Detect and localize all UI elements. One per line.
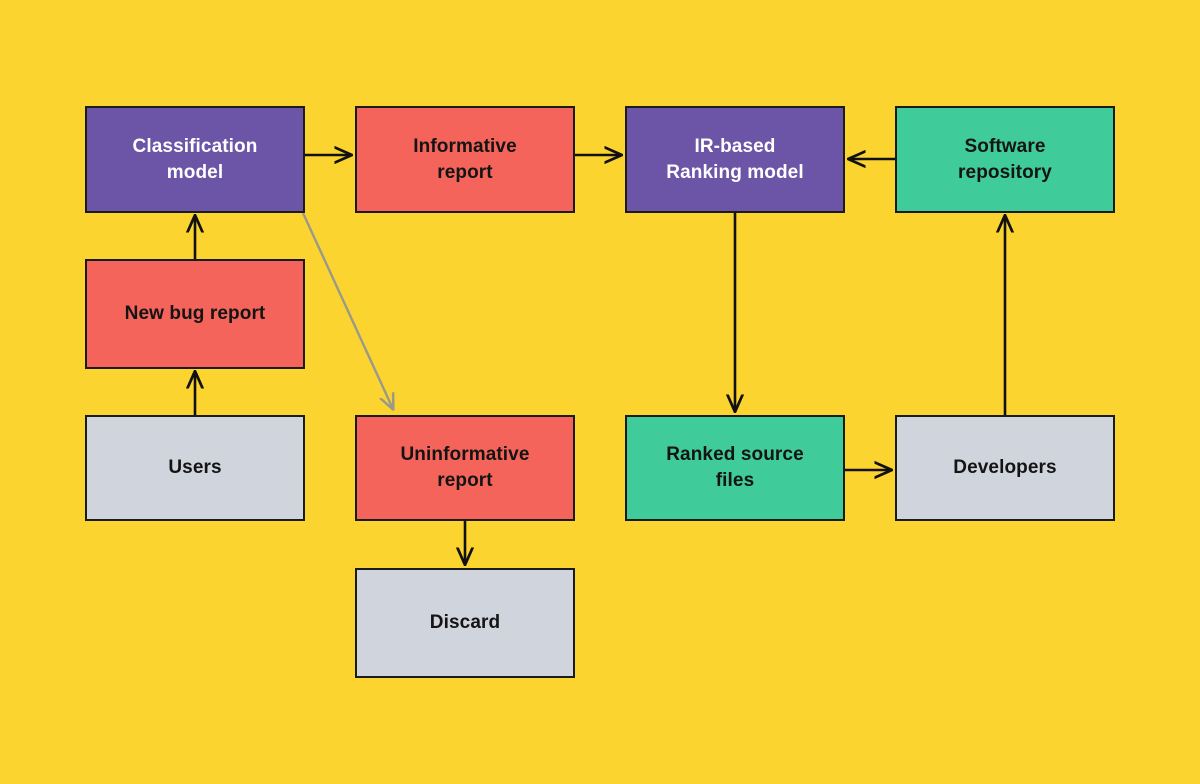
node-ir-ranking-model[interactable]: IR-based Ranking model <box>625 106 845 213</box>
node-ranked-source-files[interactable]: Ranked source files <box>625 415 845 521</box>
node-developers[interactable]: Developers <box>895 415 1115 521</box>
node-classification-model[interactable]: Classification model <box>85 106 305 213</box>
node-users[interactable]: Users <box>85 415 305 521</box>
node-discard[interactable]: Discard <box>355 568 575 678</box>
node-informative-report[interactable]: Informative report <box>355 106 575 213</box>
edge-classification-model-to-uninformative-report <box>301 212 393 409</box>
node-software-repository[interactable]: Software repository <box>895 106 1115 213</box>
node-uninformative-report[interactable]: Uninformative report <box>355 415 575 521</box>
node-new-bug-report[interactable]: New bug report <box>85 259 305 369</box>
